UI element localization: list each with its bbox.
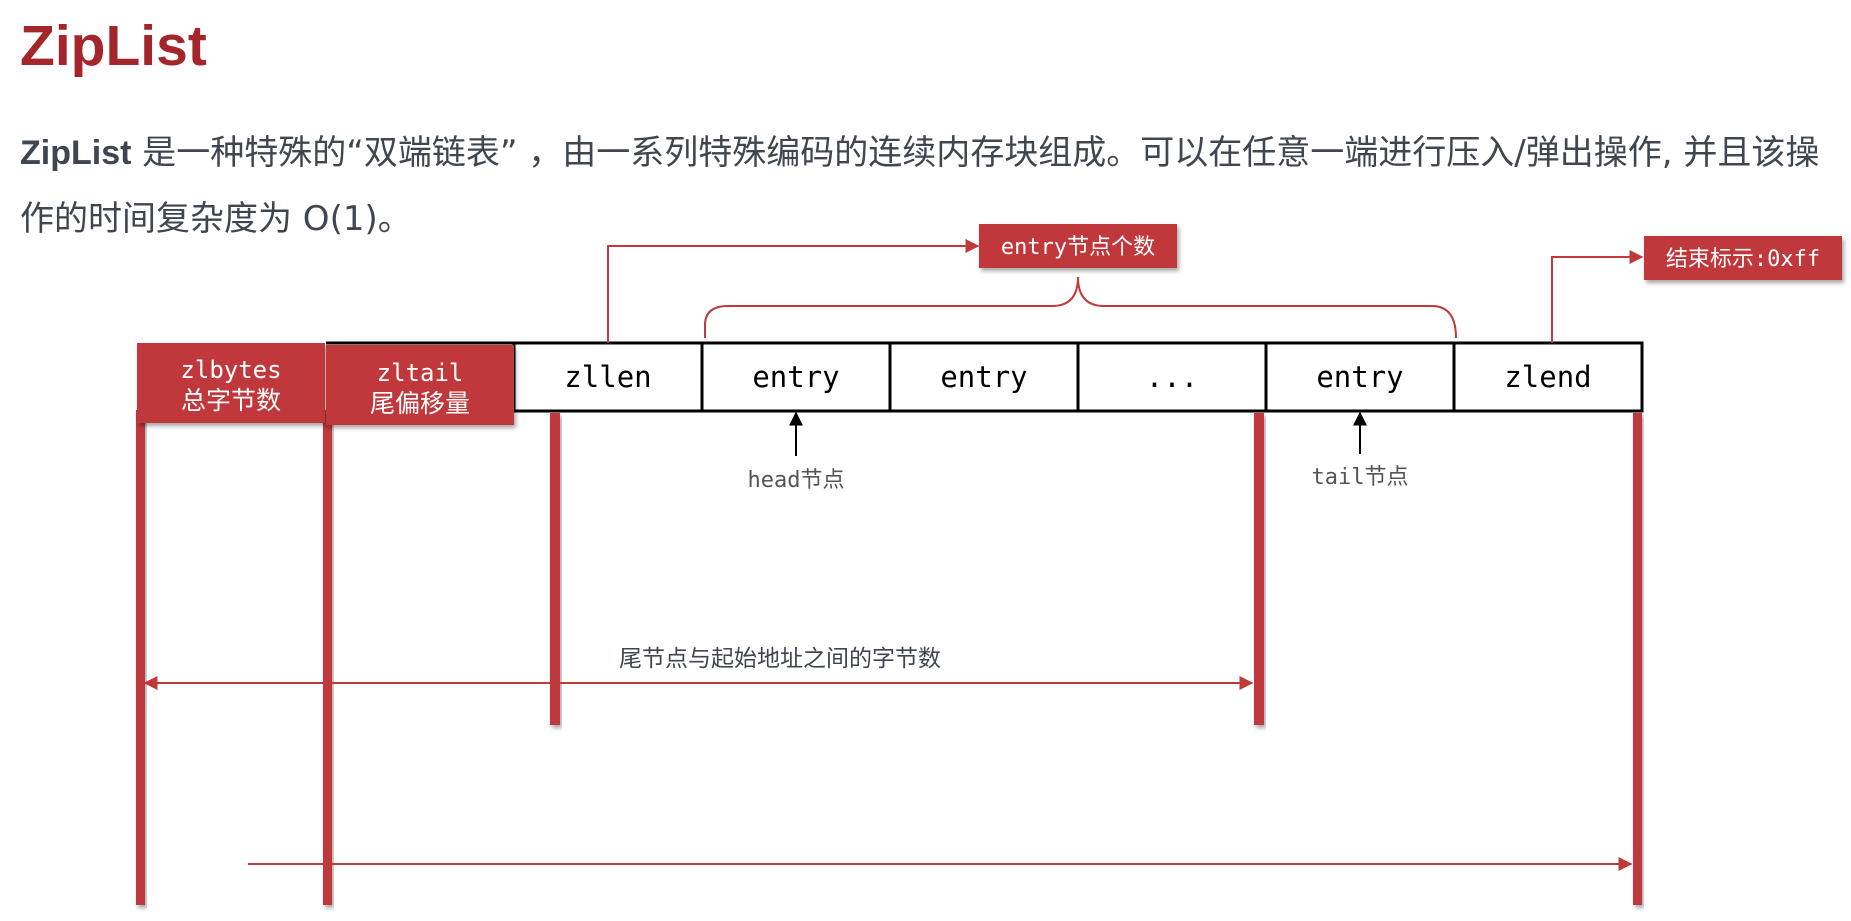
zlend-label: zlend	[1504, 360, 1591, 394]
zlend-bar	[1633, 413, 1642, 905]
zlbytes-cell	[137, 343, 325, 423]
tail-offset-label: 尾节点与起始地址之间的字节数	[619, 646, 941, 672]
entry-count-text: entry节点个数	[1001, 235, 1155, 260]
entry-label-2: entry	[940, 360, 1027, 394]
field-row	[512, 341, 1644, 413]
entry-count-callout	[979, 224, 1177, 268]
zlbytes-desc: 总字节数	[181, 386, 281, 415]
zllen-label: zllen	[564, 360, 651, 394]
zlend-callout-arrow	[1551, 250, 1644, 343]
intro-paragraph: ZipList 是一种特殊的“双端链表” ，由一系列特殊编码的连续内存块组成。可…	[20, 120, 1820, 252]
zltail-desc: 尾偏移量	[370, 389, 470, 418]
intro-text: 是一种特殊的“双端链表” ，由一系列特殊编码的连续内存块组成。可以在任意一端进行…	[20, 133, 1820, 239]
tail-pointer-label: tail节点	[1312, 465, 1409, 490]
zltail-bar	[323, 410, 332, 905]
zlbytes-name: zlbytes	[180, 356, 281, 384]
zlbytes-bar	[136, 410, 145, 905]
zltail-cell	[326, 345, 514, 425]
zltail-name: zltail	[377, 359, 464, 387]
entries-brace	[704, 276, 1457, 339]
page-title: ZipList	[20, 14, 207, 78]
zllen-bar	[550, 413, 560, 725]
end-marker-callout	[1644, 236, 1842, 280]
ellipsis-label: ...	[1146, 360, 1198, 394]
zllen-callout-arrow	[607, 239, 980, 343]
entry-label-3: entry	[1316, 360, 1403, 394]
head-pointer-label: head节点	[748, 468, 845, 493]
intro-lead: ZipList	[20, 134, 132, 172]
end-marker-text: 结束标示:0xff	[1666, 247, 1820, 272]
entry-label-1: entry	[752, 360, 839, 394]
tail-entry-bar	[1254, 413, 1264, 725]
